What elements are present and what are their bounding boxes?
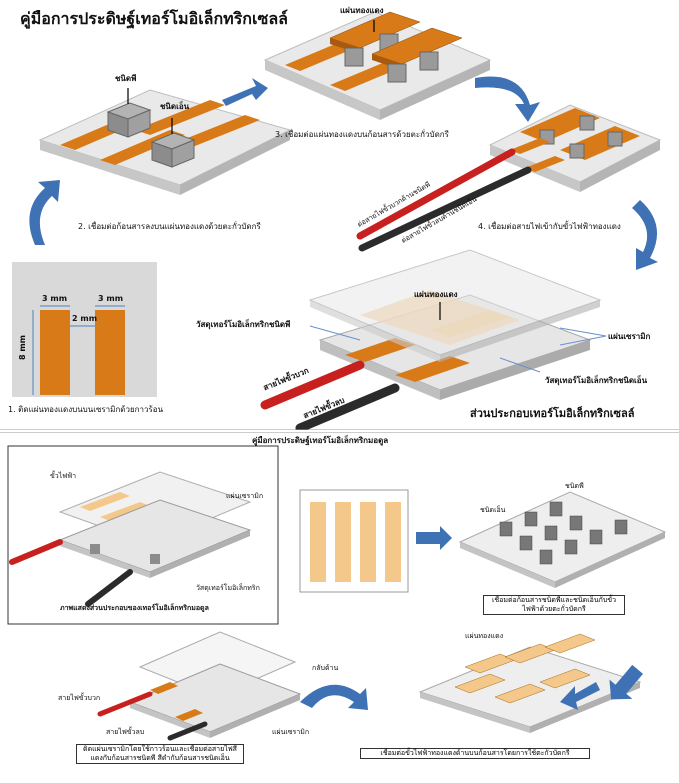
- step-join-pn-caption: เชื่อมต่อก้อนสารชนิดพีและชนิดเอ็นกับขั้ว…: [483, 595, 625, 616]
- step4-label: 4. เชื่อมต่อสายไฟเข้ากับขั้วไฟฟ้าทองแดง: [478, 222, 621, 231]
- dim-width-2: 3 mm: [98, 294, 124, 303]
- dim-height: 8 mm: [18, 334, 27, 360]
- flow-arrows: [29, 76, 658, 270]
- copper-sheet-label: แผ่นทองแดง: [340, 6, 384, 15]
- step1-label: 1. ติดแผ่นทองแดงบนบนเซรามิกด้วยกาวร้อน: [8, 405, 164, 414]
- arrow-icon: [560, 682, 600, 710]
- assembly-p-material-label: วัสดุเทอร์โมอิเล็กทริกชนิดพี: [196, 320, 291, 329]
- step1-plate: [12, 262, 157, 397]
- n-type-label: ชนิดเอ็น: [160, 102, 190, 111]
- flip-arrow-icon: [300, 684, 368, 710]
- step3-label: 3. เชื่อมต่อแผ่นทองแดงบนก้อนสารด้วยตะกั่…: [275, 130, 449, 139]
- bottom-ceramic-label: แผ่นเซรามิก: [272, 728, 310, 736]
- bottom-illustration: [0, 432, 679, 783]
- module-caption: ภาพแสดงส่วนประกอบของเทอร์โมอิเล็กทริกมอด…: [60, 604, 209, 612]
- p-type-label: ชนิดพี: [115, 74, 137, 83]
- module-material-label: วัสดุเทอร์โมอิเล็กทริก: [196, 584, 260, 592]
- arrow-icon: [475, 76, 540, 122]
- assembly-copper-label: แผ่นทองแดง: [414, 290, 458, 299]
- bottom-panel: คู่มือการประดิษฐ์เทอร์โมอิเล็กทริกมอดูล …: [0, 432, 679, 783]
- arrow-icon: [416, 526, 452, 550]
- module-ceramic-label: แผ่นเซรามิก: [226, 492, 264, 500]
- assembly-n-material-label: วัสดุเทอร์โมอิเล็กทริกชนิดเอ็น: [545, 376, 648, 385]
- bottom-n-type-label: ชนิดเอ็น: [480, 506, 506, 514]
- top-illustration: [0, 11, 679, 430]
- arrow-icon: [222, 78, 268, 106]
- step-copper-caption: เชื่อมต่อขั้วไฟฟ้าทองแดงด้านบนก้อนสารโดย…: [360, 748, 590, 760]
- flip-label: กลับด้าน: [312, 664, 339, 672]
- arrow-icon: [632, 200, 658, 270]
- bottom-title: คู่มือการประดิษฐ์เทอร์โมอิเล็กทริกมอดูล: [252, 436, 389, 445]
- arrow-icon: [609, 664, 643, 700]
- step2-plate: [38, 88, 292, 195]
- step4-plate: [356, 104, 662, 252]
- assembly-caption: ส่วนประกอบเทอร์โมอิเล็กทริกเซลล์: [470, 407, 635, 420]
- assembly-ceramic-label: แผ่นเซรามิก: [608, 332, 651, 341]
- step-attach-caption: ติดแผ่นเซรามิกโดยใช้กาวร้อนและเชื่อมต่อส…: [76, 744, 244, 765]
- bottom-wire-pos-label: สายไฟขั้วบวก: [58, 694, 101, 702]
- arrow-icon: [29, 180, 60, 245]
- step3-plate: [263, 11, 492, 120]
- step2-label: 2. เชื่อมต่อก้อนสารลงบนแผ่นทองแดงด้วยตะก…: [78, 222, 261, 231]
- top-title: คู่มือการประดิษฐ์เทอร์โมอิเล็กทริกเซลล์: [20, 9, 288, 28]
- dim-gap: 2 mm: [72, 314, 98, 323]
- bottom-p-type-label: ชนิดพี: [565, 482, 584, 490]
- dim-width-1: 3 mm: [42, 294, 68, 303]
- module-electrode-label: ขั้วไฟฟ้า: [50, 472, 77, 480]
- assembly-illustration: [260, 249, 607, 430]
- bottom-copper-label: แผ่นทองแดง: [465, 632, 504, 640]
- bottom-wire-neg-label: สายไฟขั้วลบ: [106, 728, 145, 736]
